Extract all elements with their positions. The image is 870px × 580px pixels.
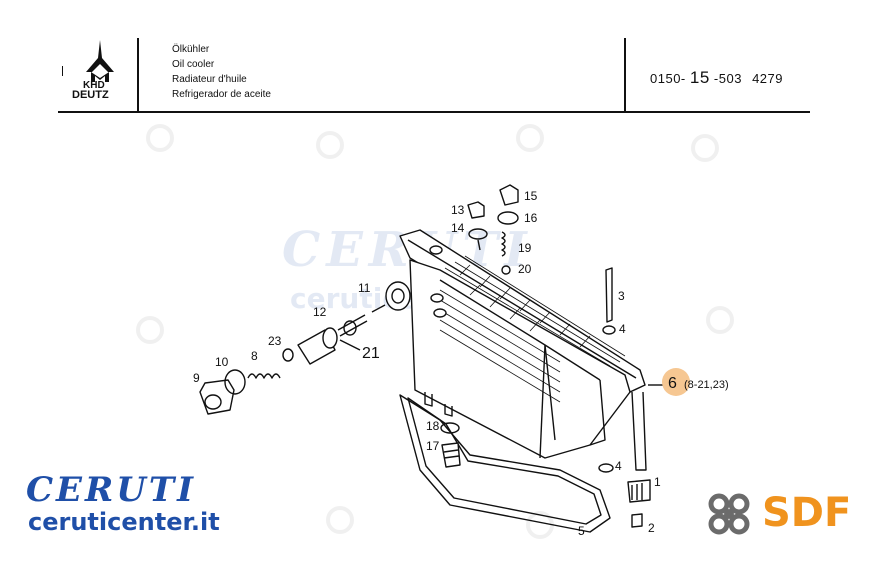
header-divider-right bbox=[624, 38, 626, 112]
fitting-17 bbox=[441, 442, 461, 468]
nut-2 bbox=[631, 513, 643, 528]
washer-16 bbox=[497, 211, 519, 225]
cooler-body bbox=[409, 259, 631, 459]
ring-18 bbox=[440, 422, 460, 434]
callout-6-range: (8-21,23) bbox=[684, 379, 729, 391]
header-divider-left bbox=[137, 38, 139, 112]
callout-23: 23 bbox=[268, 334, 282, 348]
callout-19: 19 bbox=[518, 241, 532, 255]
ball-20 bbox=[501, 265, 511, 275]
title-german: Ölkühler bbox=[172, 44, 210, 55]
callout-5: 5 bbox=[578, 524, 585, 538]
sdf-stamp-icon bbox=[516, 124, 544, 152]
callout-4-top: 4 bbox=[619, 322, 626, 336]
callout-6: 6 bbox=[668, 375, 677, 392]
title-english: Oil cooler bbox=[172, 59, 215, 70]
callout-9: 9 bbox=[193, 371, 200, 385]
title-spanish: Refrigerador de aceite bbox=[172, 89, 271, 100]
callout-13: 13 bbox=[451, 203, 465, 217]
part-page: 4279 bbox=[752, 71, 783, 86]
callout-17: 17 bbox=[426, 439, 440, 453]
callout-16: 16 bbox=[524, 211, 538, 225]
callout-3: 3 bbox=[618, 289, 625, 303]
sdf-stamp-icon bbox=[706, 306, 734, 334]
callout-12: 12 bbox=[313, 305, 327, 319]
brand-deutz: DEUTZ bbox=[72, 89, 109, 101]
fitting-1 bbox=[627, 479, 651, 503]
part-prefix: 0150- bbox=[650, 71, 686, 86]
screw-13 bbox=[467, 201, 485, 219]
callout-8: 8 bbox=[251, 349, 258, 363]
spring-8 bbox=[247, 373, 281, 379]
washer-4-top bbox=[602, 325, 616, 335]
part-suffix: -503 bbox=[713, 71, 742, 86]
spring-19 bbox=[501, 231, 506, 257]
callout-18: 18 bbox=[426, 419, 440, 433]
brand-khd: KHD bbox=[83, 80, 105, 91]
header-tick bbox=[62, 66, 63, 76]
callout-6-highlight bbox=[662, 368, 690, 396]
washer-14 bbox=[468, 228, 488, 240]
gasket-outline bbox=[399, 394, 611, 533]
callout-14: 14 bbox=[451, 221, 465, 235]
screw-15 bbox=[499, 184, 519, 206]
inlet-boss bbox=[385, 281, 411, 311]
valve-pin bbox=[337, 314, 368, 337]
callout-10: 10 bbox=[215, 355, 229, 369]
callout-1: 1 bbox=[654, 475, 661, 489]
callout-15: 15 bbox=[524, 189, 538, 203]
sdf-stamp-icon bbox=[146, 124, 174, 152]
callout-4-bottom: 4 bbox=[615, 459, 622, 473]
ceruti-brand: CERUTI bbox=[26, 470, 197, 510]
callout-2: 2 bbox=[648, 521, 655, 535]
bolt-3 bbox=[605, 267, 613, 323]
part-number: 0150- 15 -503 4279 bbox=[650, 68, 783, 88]
callout-11: 11 bbox=[358, 281, 371, 295]
washer-4-bottom bbox=[598, 463, 614, 473]
ceruti-site: ceruticenter.it bbox=[28, 508, 220, 536]
ring-23 bbox=[282, 348, 294, 362]
callout-21: 21 bbox=[362, 345, 380, 362]
sdf-logo-text: SDF bbox=[762, 490, 852, 536]
sdf-logo-icon bbox=[708, 493, 750, 535]
callout-20: 20 bbox=[518, 262, 532, 276]
sdf-stamp-icon bbox=[316, 131, 344, 159]
sdf-stamp-icon bbox=[691, 134, 719, 162]
plug-9 bbox=[199, 379, 235, 415]
khd-deutz-logo-icon bbox=[86, 40, 114, 82]
outlet-pipe bbox=[631, 391, 647, 471]
ring-10 bbox=[224, 369, 246, 395]
sdf-stamp-icon bbox=[136, 316, 164, 344]
header-bottom-rule bbox=[58, 111, 810, 113]
part-group: 15 bbox=[689, 68, 710, 87]
sdf-stamp-icon bbox=[326, 506, 354, 534]
title-french: Radiateur d'huile bbox=[172, 74, 247, 85]
